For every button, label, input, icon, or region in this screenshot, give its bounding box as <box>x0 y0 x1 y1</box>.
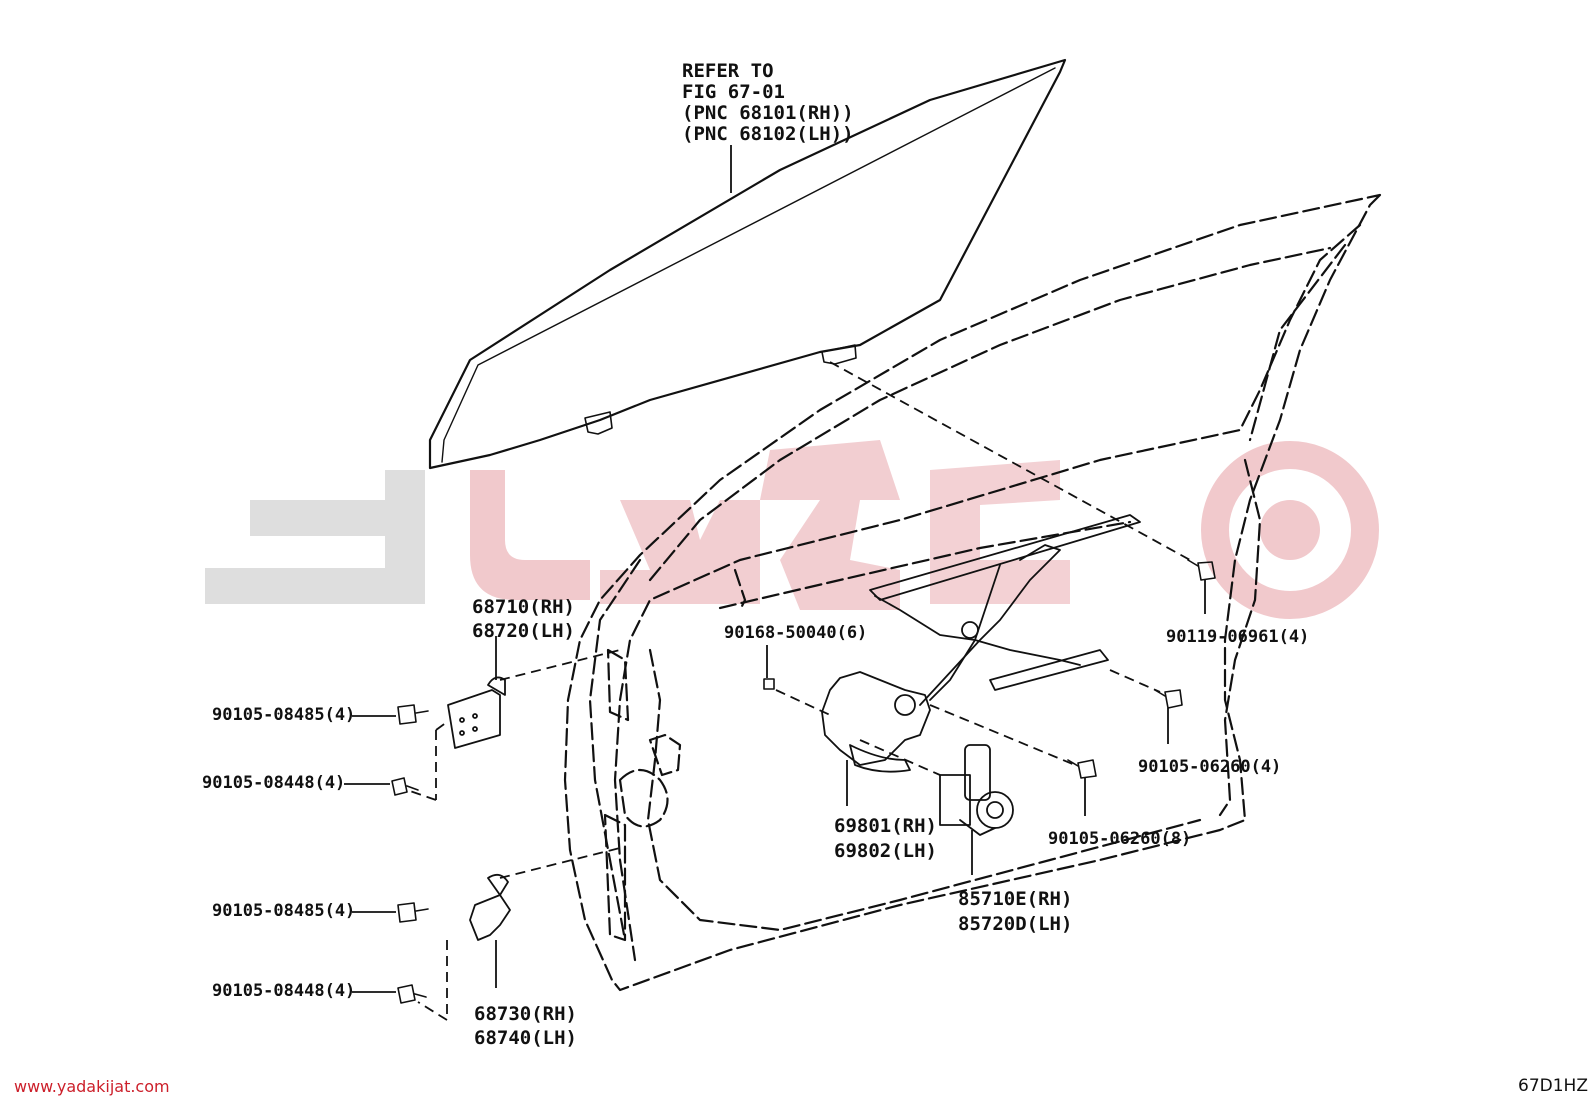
diagram-code: 67D1HZ <box>1518 1076 1588 1096</box>
door-glass-edge <box>441 67 1056 463</box>
part-label-90105-06260-8[interactable]: 90105-06260(8) <box>1048 829 1192 849</box>
upper-hinge <box>447 676 506 749</box>
part-label-90105-08485-lower[interactable]: 90105-08485(4) <box>212 901 356 921</box>
part-label-90119-06961[interactable]: 90119-06961(4) <box>1166 627 1310 647</box>
part-label-69801[interactable]: 69801(RH) <box>834 815 937 837</box>
part-label-90105-08448-lower[interactable]: 90105-08448(4) <box>212 981 356 1001</box>
refer-note-line-2: FIG 67-01 <box>682 81 785 103</box>
part-label-90105-08448-upper[interactable]: 90105-08448(4) <box>202 773 346 793</box>
part-label-69802[interactable]: 69802(LH) <box>834 840 937 862</box>
part-label-68710[interactable]: 68710(RH) <box>472 596 575 618</box>
part-label-85720D[interactable]: 85720D(LH) <box>958 913 1073 935</box>
part-label-68740[interactable]: 68740(LH) <box>474 1027 577 1049</box>
glass-bracket-rear <box>821 344 857 365</box>
refer-note-line-1: REFER TO <box>682 60 774 82</box>
part-label-90168-50040[interactable]: 90168-50040(6) <box>724 623 868 643</box>
part-label-90105-08485-upper[interactable]: 90105-08485(4) <box>212 705 356 725</box>
bolts <box>391 559 1216 1004</box>
refer-note-line-4: (PNC 68102(LH)) <box>682 123 854 145</box>
part-label-90105-06260-4[interactable]: 90105-06260(4) <box>1138 757 1282 777</box>
watermark-url[interactable]: www.yadakijat.com <box>14 1077 170 1096</box>
part-label-68730[interactable]: 68730(RH) <box>474 1003 577 1025</box>
watermark-logo <box>205 440 1379 619</box>
leader-lines <box>344 145 1206 993</box>
glass-bracket-front <box>584 411 613 435</box>
window-regulator <box>821 514 1141 773</box>
part-label-85710E[interactable]: 85710E(RH) <box>958 888 1073 910</box>
door-glass <box>428 58 1067 470</box>
window-motor <box>939 744 1014 836</box>
refer-note-line-3: (PNC 68101(RH)) <box>682 102 854 124</box>
door-frame-outline <box>563 193 1382 992</box>
lower-hinge <box>469 873 511 941</box>
dashed-guides <box>406 361 1191 1022</box>
part-label-68720[interactable]: 68720(LH) <box>472 620 575 642</box>
